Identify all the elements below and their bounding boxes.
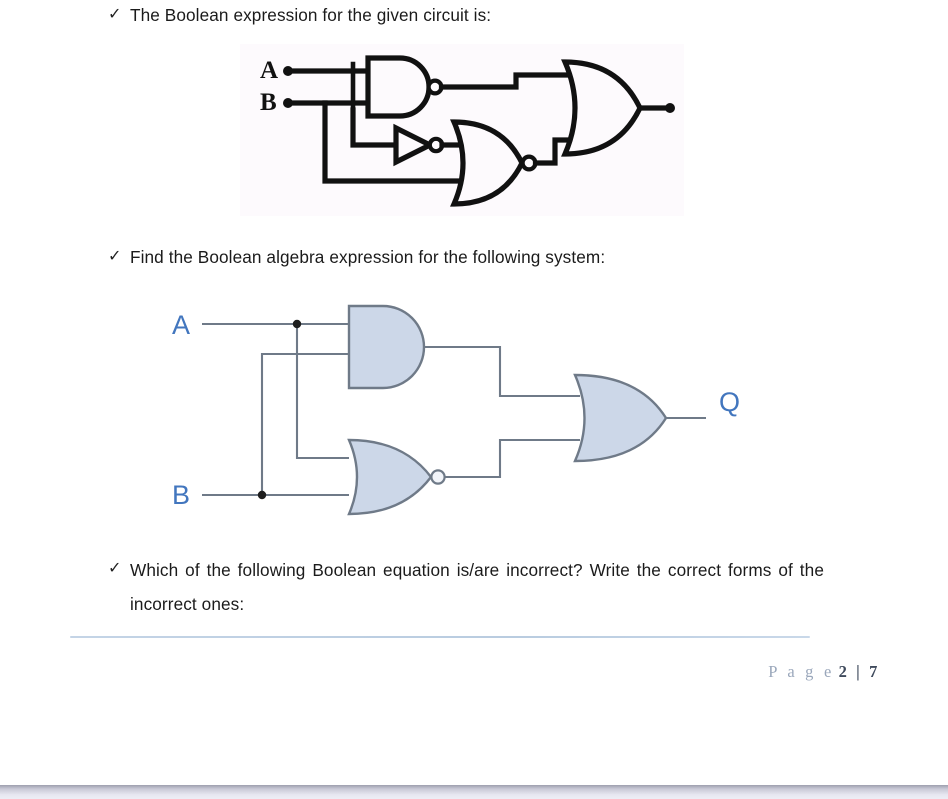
- nor-bubble: [430, 469, 446, 485]
- window-bottom-band: [0, 785, 948, 799]
- page-number-footer: P a g e 2 | 7: [0, 662, 880, 682]
- or-gate: [573, 373, 668, 463]
- or-gate: [561, 59, 643, 157]
- list-item: ✓ The Boolean expression for the given c…: [108, 2, 808, 28]
- list-item-label: Which of the following Boolean equation …: [130, 560, 824, 614]
- circuit-diagram-2-svg: A B Q: [172, 304, 740, 516]
- list-item-label: Find the Boolean algebra expression for …: [130, 247, 606, 267]
- nor-gate: [347, 438, 446, 516]
- checkmark-icon: ✓: [108, 560, 122, 577]
- nand-gate: [350, 55, 444, 119]
- list-item-label: The Boolean expression for the given cir…: [130, 5, 492, 25]
- page-word-label: P a g e: [768, 662, 835, 681]
- checkmark-icon: ✓: [108, 6, 122, 23]
- circuit-diagram-1-svg: A B: [260, 55, 675, 207]
- junction-dot-b: [257, 490, 267, 500]
- junction-dot-a: [292, 319, 302, 329]
- list-item: ✓ Find the Boolean algebra expression fo…: [108, 244, 808, 270]
- footer-divider: [70, 636, 810, 638]
- and-gate: [347, 304, 426, 390]
- output-label-q: Q: [719, 387, 740, 417]
- input-label-a: A: [260, 57, 278, 84]
- not-gate: [393, 123, 445, 167]
- list-item: ✓ Which of the following Boolean equatio…: [108, 553, 826, 621]
- input-label-a: A: [172, 310, 190, 340]
- logic-circuit-figure-2: A B Q: [150, 292, 790, 520]
- nor-gate: [450, 119, 538, 207]
- output-terminal: [665, 103, 675, 113]
- input-label-b: B: [260, 89, 277, 116]
- logic-circuit-figure-1: A B: [240, 44, 684, 216]
- checkmark-icon: ✓: [108, 248, 122, 265]
- page-number-value: 2 | 7: [838, 662, 880, 681]
- input-label-b: B: [172, 480, 190, 510]
